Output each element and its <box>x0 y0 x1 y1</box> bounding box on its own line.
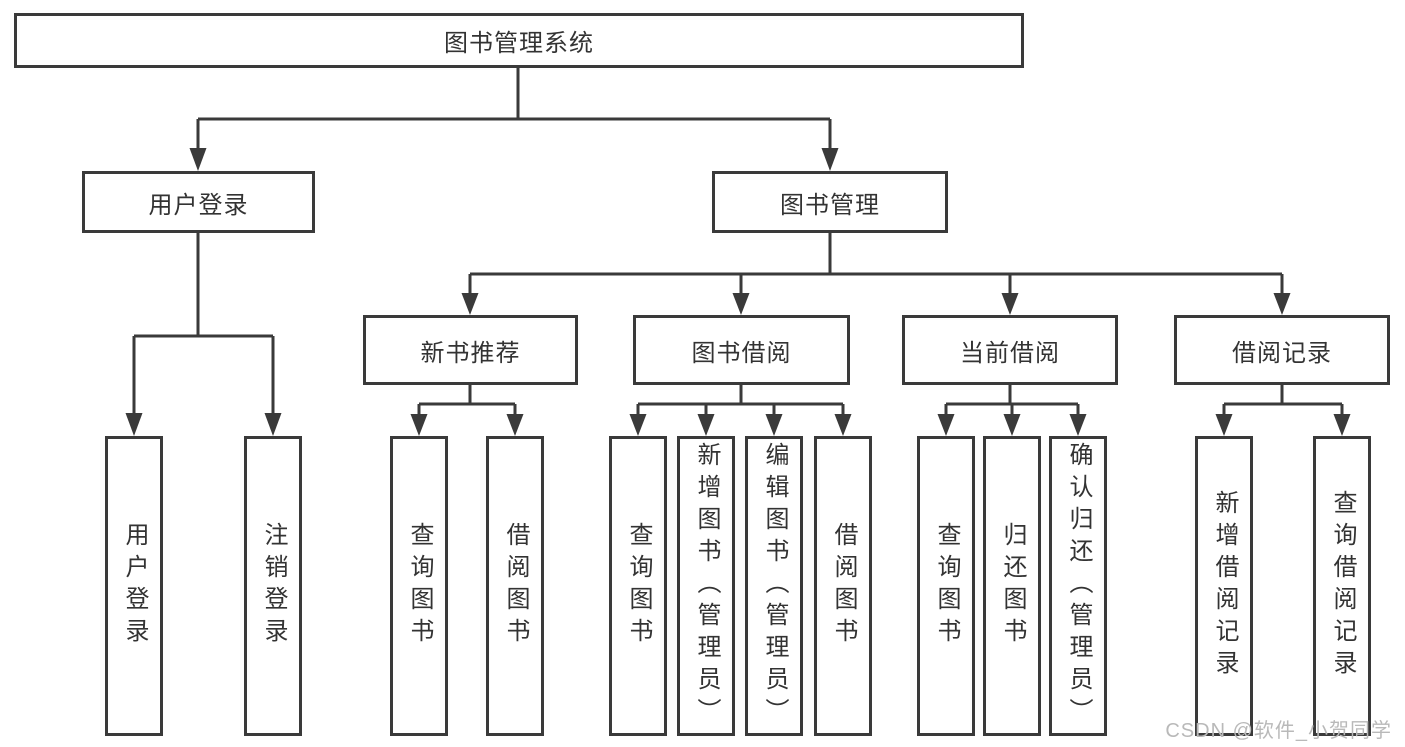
leaf-add-books-admin-label: 新增图书（管理员） <box>693 442 720 730</box>
leaf-confirm-return-admin-label: 确认归还（管理员） <box>1065 442 1092 730</box>
node-new-book-recommend-label: 新书推荐 <box>420 339 521 367</box>
leaf-user-login-label: 用户登录 <box>121 522 148 650</box>
node-user-login-label: 用户登录 <box>148 191 249 219</box>
leaf-query-borrow-record: 查询借阅记录 <box>1313 436 1371 736</box>
connector-new-book-split <box>410 385 524 436</box>
leaf-borrow-books-label: 借阅图书 <box>830 522 857 650</box>
leaf-query-books-recommend: 查询图书 <box>390 436 448 736</box>
node-user-login: 用户登录 <box>82 171 315 233</box>
leaf-return-books-label: 归还图书 <box>999 522 1026 650</box>
leaf-add-books-admin: 新增图书（管理员） <box>677 436 735 736</box>
leaf-logout-label: 注销登录 <box>260 522 287 650</box>
node-book-mgmt: 图书管理 <box>712 171 948 233</box>
node-book-borrow: 图书借阅 <box>633 315 850 385</box>
leaf-confirm-return-admin: 确认归还（管理员） <box>1049 436 1107 736</box>
leaf-edit-books-admin-label: 编辑图书（管理员） <box>761 442 788 730</box>
connector-book-mgmt-split <box>461 233 1291 315</box>
leaf-add-borrow-record: 新增借阅记录 <box>1195 436 1253 736</box>
leaf-query-books-current-label: 查询图书 <box>933 522 960 650</box>
leaf-add-borrow-record-label: 新增借阅记录 <box>1211 490 1238 682</box>
leaf-query-books-recommend-label: 查询图书 <box>406 522 433 650</box>
node-current-borrow: 当前借阅 <box>902 315 1118 385</box>
leaf-query-borrow-record-label: 查询借阅记录 <box>1329 490 1356 682</box>
node-book-mgmt-label: 图书管理 <box>780 191 880 219</box>
leaf-return-books: 归还图书 <box>983 436 1041 736</box>
leaf-borrow-books-recommend: 借阅图书 <box>486 436 544 736</box>
leaf-edit-books-admin: 编辑图书（管理员） <box>745 436 803 736</box>
node-new-book-recommend: 新书推荐 <box>363 315 578 385</box>
leaf-borrow-books: 借阅图书 <box>814 436 872 736</box>
node-current-borrow-label: 当前借阅 <box>960 339 1060 367</box>
connector-root-split <box>189 68 839 171</box>
leaf-query-books-borrow: 查询图书 <box>609 436 667 736</box>
leaf-query-books-borrow-label: 查询图书 <box>625 522 652 650</box>
connector-current-borrow-split <box>937 385 1087 436</box>
node-root-label: 图书管理系统 <box>444 30 594 57</box>
csdn-watermark: CSDN @软件_小贺同学 <box>1165 720 1392 742</box>
node-book-borrow-label: 图书借阅 <box>691 339 792 367</box>
node-borrow-records-label: 借阅记录 <box>1232 339 1332 367</box>
leaf-borrow-books-recommend-label: 借阅图书 <box>502 522 529 650</box>
leaf-query-books-current: 查询图书 <box>917 436 975 736</box>
connector-book-borrow-split <box>629 385 852 436</box>
node-borrow-records: 借阅记录 <box>1174 315 1390 385</box>
connector-user-login-split <box>125 233 282 436</box>
connector-borrow-records-split <box>1215 385 1351 436</box>
leaf-logout: 注销登录 <box>244 436 302 736</box>
leaf-user-login: 用户登录 <box>105 436 163 736</box>
node-root: 图书管理系统 <box>14 13 1024 68</box>
